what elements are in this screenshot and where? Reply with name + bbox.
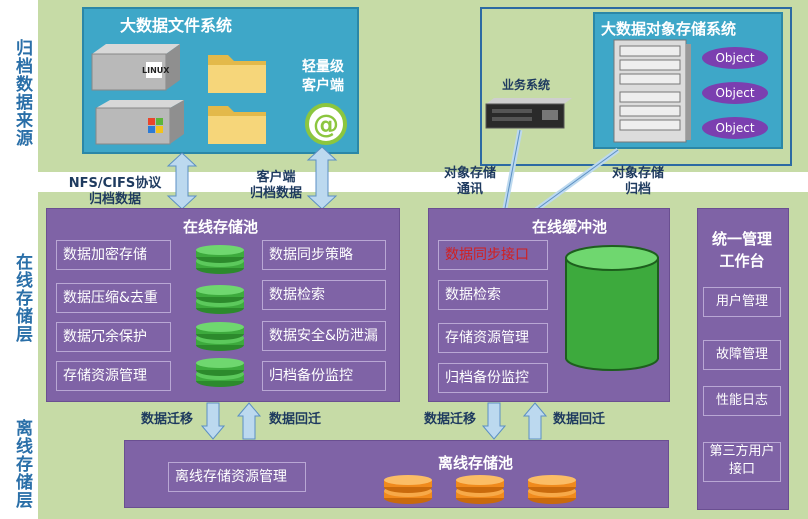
online-left-item: 数据冗余保护 [56, 322, 171, 352]
down-arrow-migrate-left [200, 402, 226, 444]
side-label-archive-source: 归档数据来源 [12, 39, 32, 147]
offline-pool-title: 离线存储池 [438, 454, 514, 472]
business-server-icon [482, 96, 574, 136]
migrate-left-label: 数据迁移 [140, 412, 193, 427]
folder-icon [206, 47, 268, 99]
management-third-party: 第三方用户 接口 [703, 442, 781, 482]
bigdata-fs-title: 大数据文件系统 [120, 16, 233, 35]
management-title: 统一管理 工作台 [711, 230, 772, 270]
svg-text:@: @ [313, 110, 339, 140]
object-storage-title: 大数据对象存储系统 [601, 20, 737, 38]
online-right-item: 归档备份监控 [262, 361, 386, 391]
buffer-item: 数据检索 [438, 280, 548, 310]
online-left-item: 存储资源管理 [56, 361, 171, 391]
object-badge: Object [702, 117, 768, 139]
nfs-arrow-label: NFS/CIFS协议 归档数据 [68, 176, 162, 207]
up-arrow-return-right [522, 402, 548, 444]
orange-disk-stack-icon [382, 474, 434, 510]
obj-comm-arrow-label: 对象存储 通讯 [443, 166, 496, 197]
online-left-item: 数据加密存储 [56, 240, 171, 270]
storage-array-icon [612, 38, 692, 148]
client-at-icon: @ [302, 102, 350, 150]
green-disk-stack-icon [194, 321, 246, 357]
down-arrow-migrate-right [481, 402, 507, 444]
windows-server-icon [92, 98, 187, 146]
cache-cylinder-icon [564, 244, 660, 376]
business-system-label: 业务系统 [501, 78, 550, 92]
side-label-offline-storage: 离线存储层 [12, 419, 32, 509]
lightweight-client-label: 轻量级 客户端 [302, 59, 344, 94]
buffer-pool-title: 在线缓冲池 [532, 218, 608, 236]
folder-icon [206, 100, 268, 150]
online-right-item: 数据同步策略 [262, 240, 386, 270]
green-disk-stack-icon [194, 284, 246, 320]
offline-resource-management: 离线存储资源管理 [168, 462, 306, 492]
client-arrow-label: 客户端 归档数据 [249, 170, 302, 201]
management-performance-log: 性能日志 [703, 386, 781, 416]
green-disk-stack-icon [194, 357, 246, 393]
online-pool-title: 在线存储池 [183, 218, 259, 236]
return-right-label: 数据回迁 [552, 412, 605, 427]
online-right-item: 数据安全&防泄漏 [262, 321, 386, 351]
online-left-item: 数据压缩&去重 [56, 283, 171, 313]
object-badge: Object [702, 47, 768, 69]
migrate-right-label: 数据迁移 [423, 412, 476, 427]
linux-server-icon: LINUX [88, 42, 183, 92]
management-user: 用户管理 [703, 287, 781, 317]
side-label-online-storage: 在线存储层 [12, 253, 32, 343]
management-fault: 故障管理 [703, 340, 781, 370]
buffer-item: 存储资源管理 [438, 323, 548, 353]
object-badge: Object [702, 82, 768, 104]
green-disk-stack-icon [194, 244, 246, 280]
obj-archive-arrow-label: 对象存储 归档 [611, 166, 664, 197]
linux-logo-text: LINUX [142, 66, 170, 75]
online-right-item: 数据检索 [262, 280, 386, 310]
orange-disk-stack-icon [526, 474, 578, 510]
up-arrow-return-left [236, 402, 262, 444]
orange-disk-stack-icon [454, 474, 506, 510]
buffer-item: 归档备份监控 [438, 363, 548, 393]
return-left-label: 数据回迁 [268, 412, 321, 427]
buffer-item-sync-interface: 数据同步接口 [438, 240, 548, 270]
